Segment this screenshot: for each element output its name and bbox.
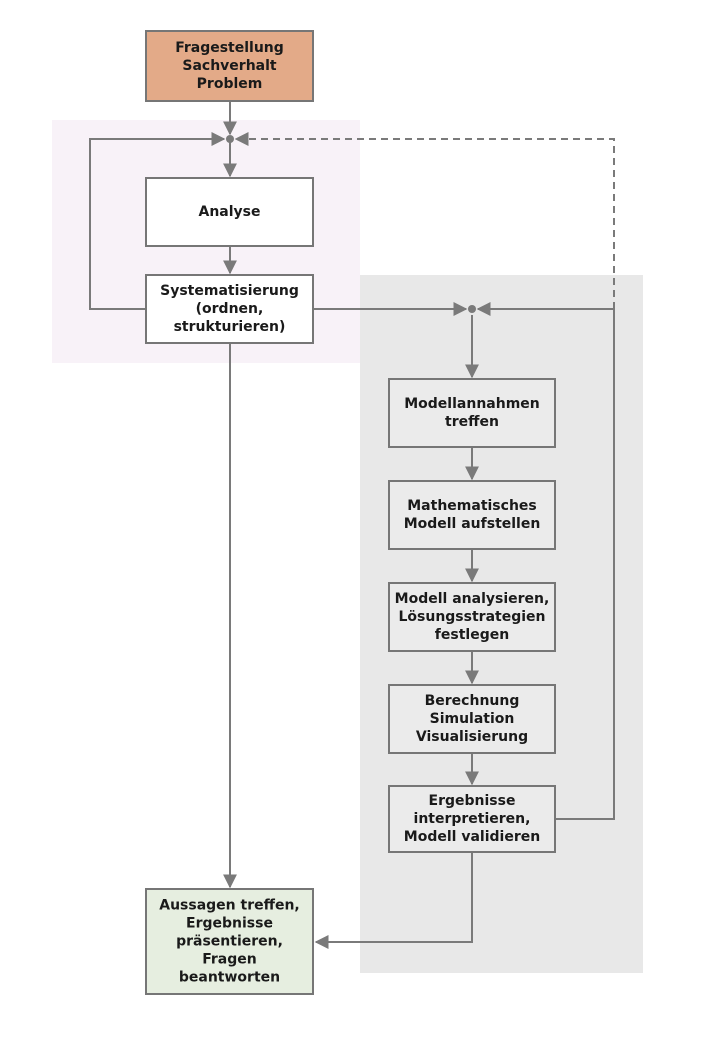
node-label-line: Modell aufstellen [404,516,541,532]
node-label-line: strukturieren) [174,319,286,335]
node-box [145,177,314,247]
node-box [388,480,556,550]
node-modellannahmen: Modellannahmen treffen [388,378,556,448]
node-ergebnisse: Ergebnisse interpretieren, Modell validier… [388,785,556,853]
connectors [89,101,615,949]
node-box [145,888,314,995]
node-box [388,684,556,754]
edge-systematisierung-loop-back [89,132,226,310]
node-label-line: Modellannahmen [404,396,540,412]
edge-ergebnisse-to-aussagen [314,852,473,949]
node-systematisierung: Systematisierung (ordnen, strukturieren) [145,274,314,344]
node-box [145,274,314,344]
node-aussagen: Aussagen treffen, Ergebnisse präsentieren,… [145,888,314,995]
node-label-line: Berechnung [425,693,520,709]
node-box [145,30,314,102]
junction-top [226,135,234,143]
node-label-line: Fragestellung [175,40,284,56]
node-label-line: Mathematisches [407,498,537,514]
node-label-line: Visualisierung [416,729,528,745]
node-label-line: präsentieren, [176,934,283,950]
node-label-line: (ordnen, [196,301,264,317]
node-box [388,785,556,853]
node-label-line: Sachverhalt [182,58,277,74]
node-label-line: treffen [445,414,499,430]
edge-dashed-feedback [234,132,615,309]
node-analyse: Analyse [145,177,314,247]
node-label-line: Ergebnisse [186,916,273,932]
node-label-line: Aussagen treffen, [159,898,300,914]
node-label-line: Fragen [202,952,257,968]
node-label-line: Modell validieren [404,829,540,845]
node-box [388,378,556,448]
node-label-line: beantworten [179,970,280,986]
junction-right [468,305,476,313]
node-label-line: Ergebnisse [429,793,516,809]
node-label-line: Analyse [198,204,260,220]
node-label-line: Simulation [430,711,515,727]
node-label-line: Systematisierung [160,283,299,299]
node-label-line: festlegen [435,627,509,643]
edge-ergebnisse-loop-back [476,302,615,820]
node-box [388,582,556,652]
node-modell-analysieren: Modell analysieren, Lösungsstrategien fest… [388,582,556,652]
node-label-line: Problem [197,76,263,92]
node-label-line: interpretieren, [414,811,531,827]
node-label-line: Modell analysieren, [395,591,550,607]
node-label-line: Lösungsstrategien [398,609,545,625]
